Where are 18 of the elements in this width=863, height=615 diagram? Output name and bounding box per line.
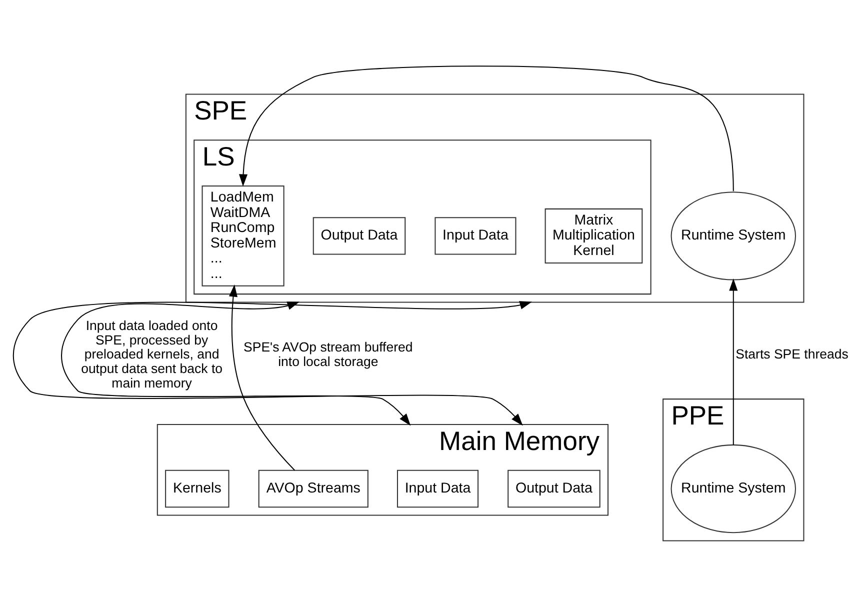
arrow bbox=[60, 302, 410, 426]
node-ellipse: Runtime System bbox=[670, 444, 796, 534]
node-box: Input Data bbox=[396, 470, 478, 508]
node-box: Kernels bbox=[164, 470, 229, 508]
edge-label: SPE's AVOp stream buffered into local storage bbox=[243, 340, 412, 369]
node-box: Output Data bbox=[507, 470, 600, 508]
arrow bbox=[728, 278, 738, 445]
arrow bbox=[12, 301, 532, 426]
edge-label: Starts SPE threads bbox=[735, 346, 848, 362]
node-box: Input Data bbox=[434, 217, 516, 255]
arrow bbox=[228, 284, 294, 471]
node-box: Matrix Multiplication Kernel bbox=[544, 208, 642, 264]
node-box: AVOp Streams bbox=[258, 470, 368, 508]
edge-label: Input data loaded onto SPE, processed by preloaded kernels, and output data sent back to main memory bbox=[80, 318, 222, 390]
arrow bbox=[238, 66, 734, 192]
node-ellipse: Runtime System bbox=[670, 192, 796, 280]
node-box: Output Data bbox=[312, 217, 406, 255]
node-box: LoadMem WaitDMA RunComp StoreMem ... ... bbox=[201, 185, 284, 286]
